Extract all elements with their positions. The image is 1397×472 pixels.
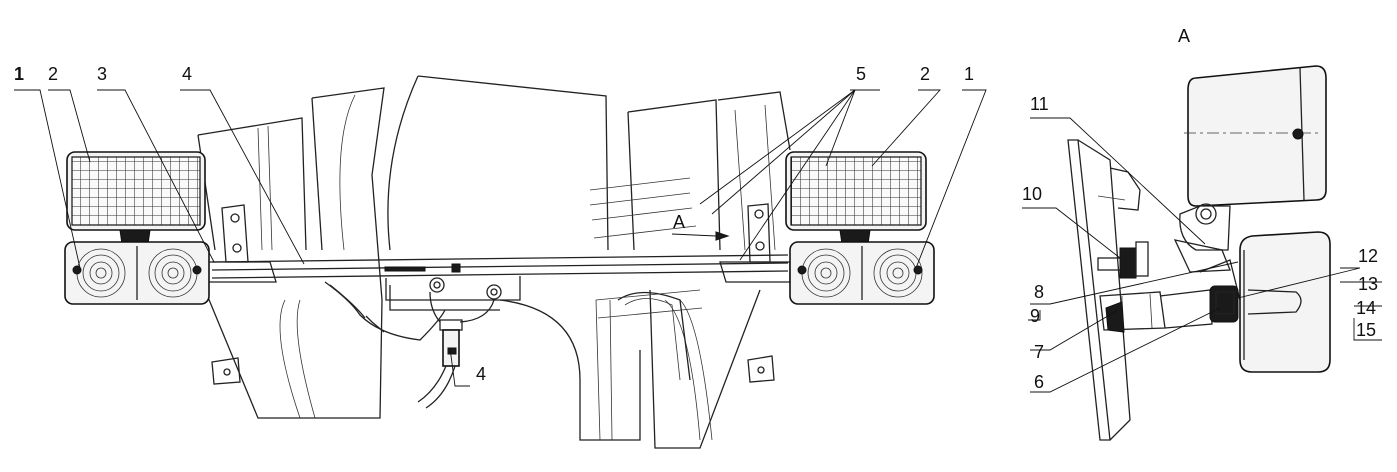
wiring-harness [324, 281, 495, 409]
callout-labels: A A 1 2 3 4 5 2 1 4 11 10 8 9 7 6 12 13 … [14, 26, 1378, 392]
callout-10: 10 [1022, 184, 1042, 204]
callout-center-5: 5 [856, 64, 866, 84]
callout-right-1: 1 [964, 64, 974, 84]
mounting-bar [203, 254, 791, 301]
callout-bottom-4: 4 [476, 364, 486, 384]
callout-left-4: 4 [182, 64, 192, 84]
callout-left-3: 3 [97, 64, 107, 84]
detail-view-a [1067, 65, 1331, 441]
arrow-label-a: A [673, 212, 685, 232]
callout-15: 15 [1356, 320, 1376, 340]
callout-8: 8 [1034, 282, 1044, 302]
leader-lines [14, 89, 1382, 393]
callout-14: 14 [1356, 298, 1376, 318]
callout-right-2: 2 [920, 64, 930, 84]
callout-left-2: 2 [48, 64, 58, 84]
callout-12: 12 [1358, 246, 1378, 266]
cab-frame [197, 75, 791, 449]
callout-7: 7 [1034, 342, 1044, 362]
right-tail-lamp [789, 241, 935, 305]
callout-9: 9 [1030, 306, 1040, 326]
callout-left-1: 1 [14, 64, 24, 84]
callout-6: 6 [1034, 372, 1044, 392]
view-label-a: A [1178, 26, 1190, 46]
left-work-lamp [66, 151, 206, 245]
callout-11: 11 [1030, 94, 1049, 114]
view-arrow-a [671, 231, 730, 241]
left-tail-lamp [64, 241, 210, 305]
right-work-lamp [785, 151, 927, 245]
callout-13: 13 [1358, 274, 1378, 294]
